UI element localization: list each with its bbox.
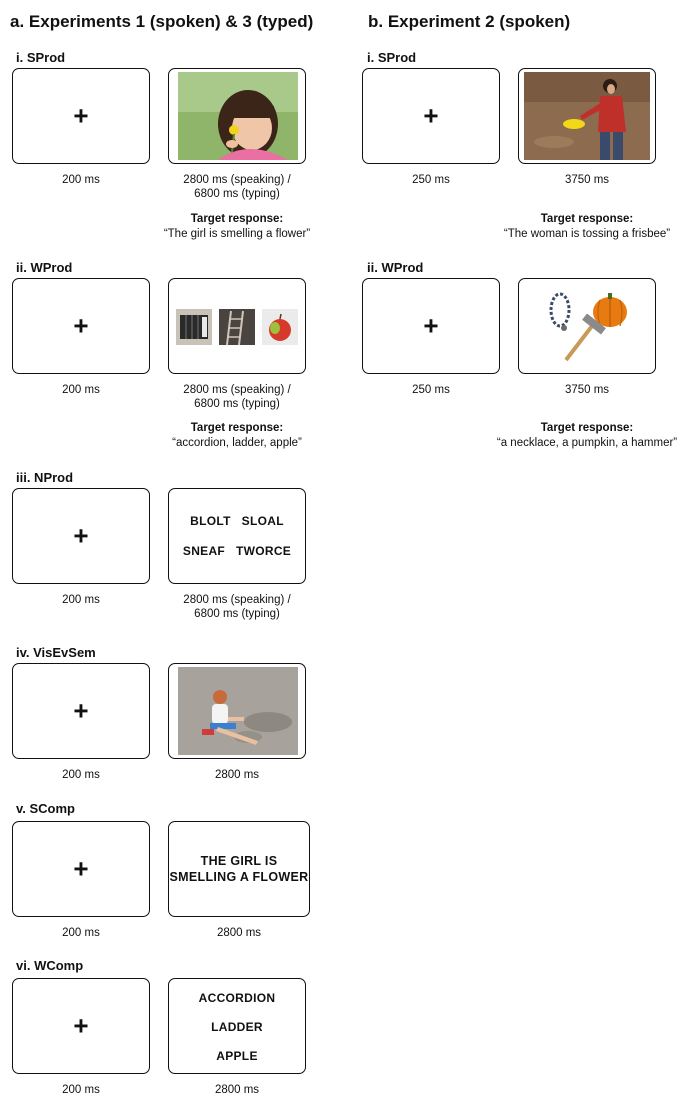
fixation-screen: + — [12, 978, 150, 1074]
stimulus-duration-line2: 6800 ms (typing) — [194, 188, 280, 200]
stimulus-screen-beach-photo — [168, 663, 306, 759]
sentence-line-2: SMELLING A FLOWER — [169, 870, 309, 884]
target-response-label: Target response: — [190, 422, 284, 434]
panel-label-scomp: v. SComp — [16, 801, 75, 816]
girl-smelling-flower-photo — [178, 72, 298, 160]
stimulus-screen-word-list: ACCORDION LADDER APPLE — [168, 978, 306, 1074]
stimulus-duration-line1: 2800 ms (speaking) / — [183, 594, 291, 606]
fixation-screen: + — [12, 68, 150, 164]
stimulus-screen-girl-photo — [168, 68, 306, 164]
sentence-line-1: THE GIRL IS — [200, 854, 278, 868]
fixation-cross: + — [73, 853, 89, 884]
fixation-duration: 250 ms — [412, 384, 450, 396]
fixation-cross: + — [73, 100, 89, 131]
target-response: Target response: “accordion, ladder, app… — [137, 421, 337, 451]
stimulus-duration: 2800 ms — [216, 927, 262, 939]
fixation-screen: + — [362, 278, 500, 374]
fixation-duration: 250 ms — [412, 174, 450, 186]
fixation-screen: + — [12, 663, 150, 759]
stimulus-duration: 3750 ms — [564, 174, 610, 186]
target-response-label: Target response: — [540, 422, 634, 434]
heading-experiment-2: b. Experiment 2 (spoken) — [368, 12, 571, 31]
target-response-text: “The girl is smelling a flower” — [163, 228, 311, 240]
accordion-image — [176, 309, 212, 345]
necklace-pumpkin-hammer-images — [549, 292, 627, 362]
target-response: Target response: “a necklace, a pumpkin,… — [477, 421, 697, 451]
fixation-duration: 200 ms — [62, 1084, 100, 1096]
fixation-screen: + — [12, 278, 150, 374]
stimulus-duration-line2: 6800 ms (typing) — [194, 398, 280, 410]
fixation-cross: + — [423, 100, 439, 131]
stimulus-screen-sentence: THE GIRL IS SMELLING A FLOWER — [168, 821, 310, 917]
stimulus-screen-nonwords: BLOLT SLOAL SNEAF TWORCE — [168, 488, 306, 584]
target-response-label: Target response: — [190, 213, 284, 225]
target-response-text: “a necklace, a pumpkin, a hammer” — [496, 437, 678, 449]
fixation-cross: + — [73, 520, 89, 551]
stimulus-screen-three-objects — [168, 278, 306, 374]
word-list-item-3: APPLE — [216, 1049, 258, 1063]
fixation-cross: + — [73, 695, 89, 726]
fixation-duration: 200 ms — [62, 384, 100, 396]
stimulus-screen-woman-photo — [518, 68, 656, 164]
heading-experiments-1-3: a. Experiments 1 (spoken) & 3 (typed) — [10, 12, 314, 31]
stimulus-screen-three-objects-exp2 — [518, 278, 656, 374]
panel-label-wprod-exp2: ii. WProd — [367, 260, 424, 275]
fixation-duration: 200 ms — [62, 769, 100, 781]
panel-label-visevsem: iv. VisEvSem — [16, 645, 96, 660]
word-list-item-1: ACCORDION — [198, 991, 276, 1005]
fixation-screen: + — [12, 488, 150, 584]
fixation-screen: + — [12, 821, 150, 917]
target-response: Target response: “The girl is smelling a… — [137, 212, 337, 242]
fixation-cross: + — [73, 310, 89, 341]
fixation-screen: + — [362, 68, 500, 164]
fixation-duration: 200 ms — [62, 174, 100, 186]
panel-label-nprod: iii. NProd — [16, 470, 74, 485]
child-on-beach-photo — [178, 667, 298, 755]
fixation-duration: 200 ms — [62, 927, 100, 939]
word-list-item-2: LADDER — [211, 1020, 263, 1034]
nonword-row-1: BLOLT SLOAL — [190, 514, 284, 528]
panel-label-wcomp: vi. WComp — [16, 958, 84, 973]
apple-image — [262, 309, 298, 345]
panel-label-sprod-exp2: i. SProd — [367, 50, 417, 65]
panel-label-wprod: ii. WProd — [16, 260, 73, 275]
ladder-image — [219, 309, 255, 345]
nonword-row-2: SNEAF TWORCE — [182, 544, 292, 558]
fixation-cross: + — [423, 310, 439, 341]
target-response-text: “The woman is tossing a frisbee” — [503, 228, 671, 240]
stimulus-duration: 3750 ms — [564, 384, 610, 396]
stimulus-duration-line1: 2800 ms (speaking) / — [183, 174, 291, 186]
panel-label-sprod: i. SProd — [16, 50, 66, 65]
stimulus-duration: 2800 ms — [214, 769, 260, 781]
woman-tossing-frisbee-photo — [524, 72, 650, 160]
target-response-label: Target response: — [540, 213, 634, 225]
fixation-cross: + — [73, 1010, 89, 1041]
stimulus-duration-line2: 6800 ms (typing) — [194, 608, 280, 620]
stimulus-duration-line1: 2800 ms (speaking) / — [183, 384, 291, 396]
stimulus-duration: 2800 ms — [214, 1084, 260, 1096]
fixation-duration: 200 ms — [62, 594, 100, 606]
target-response: Target response: “The woman is tossing a… — [477, 212, 697, 242]
target-response-text: “accordion, ladder, apple” — [172, 437, 302, 449]
